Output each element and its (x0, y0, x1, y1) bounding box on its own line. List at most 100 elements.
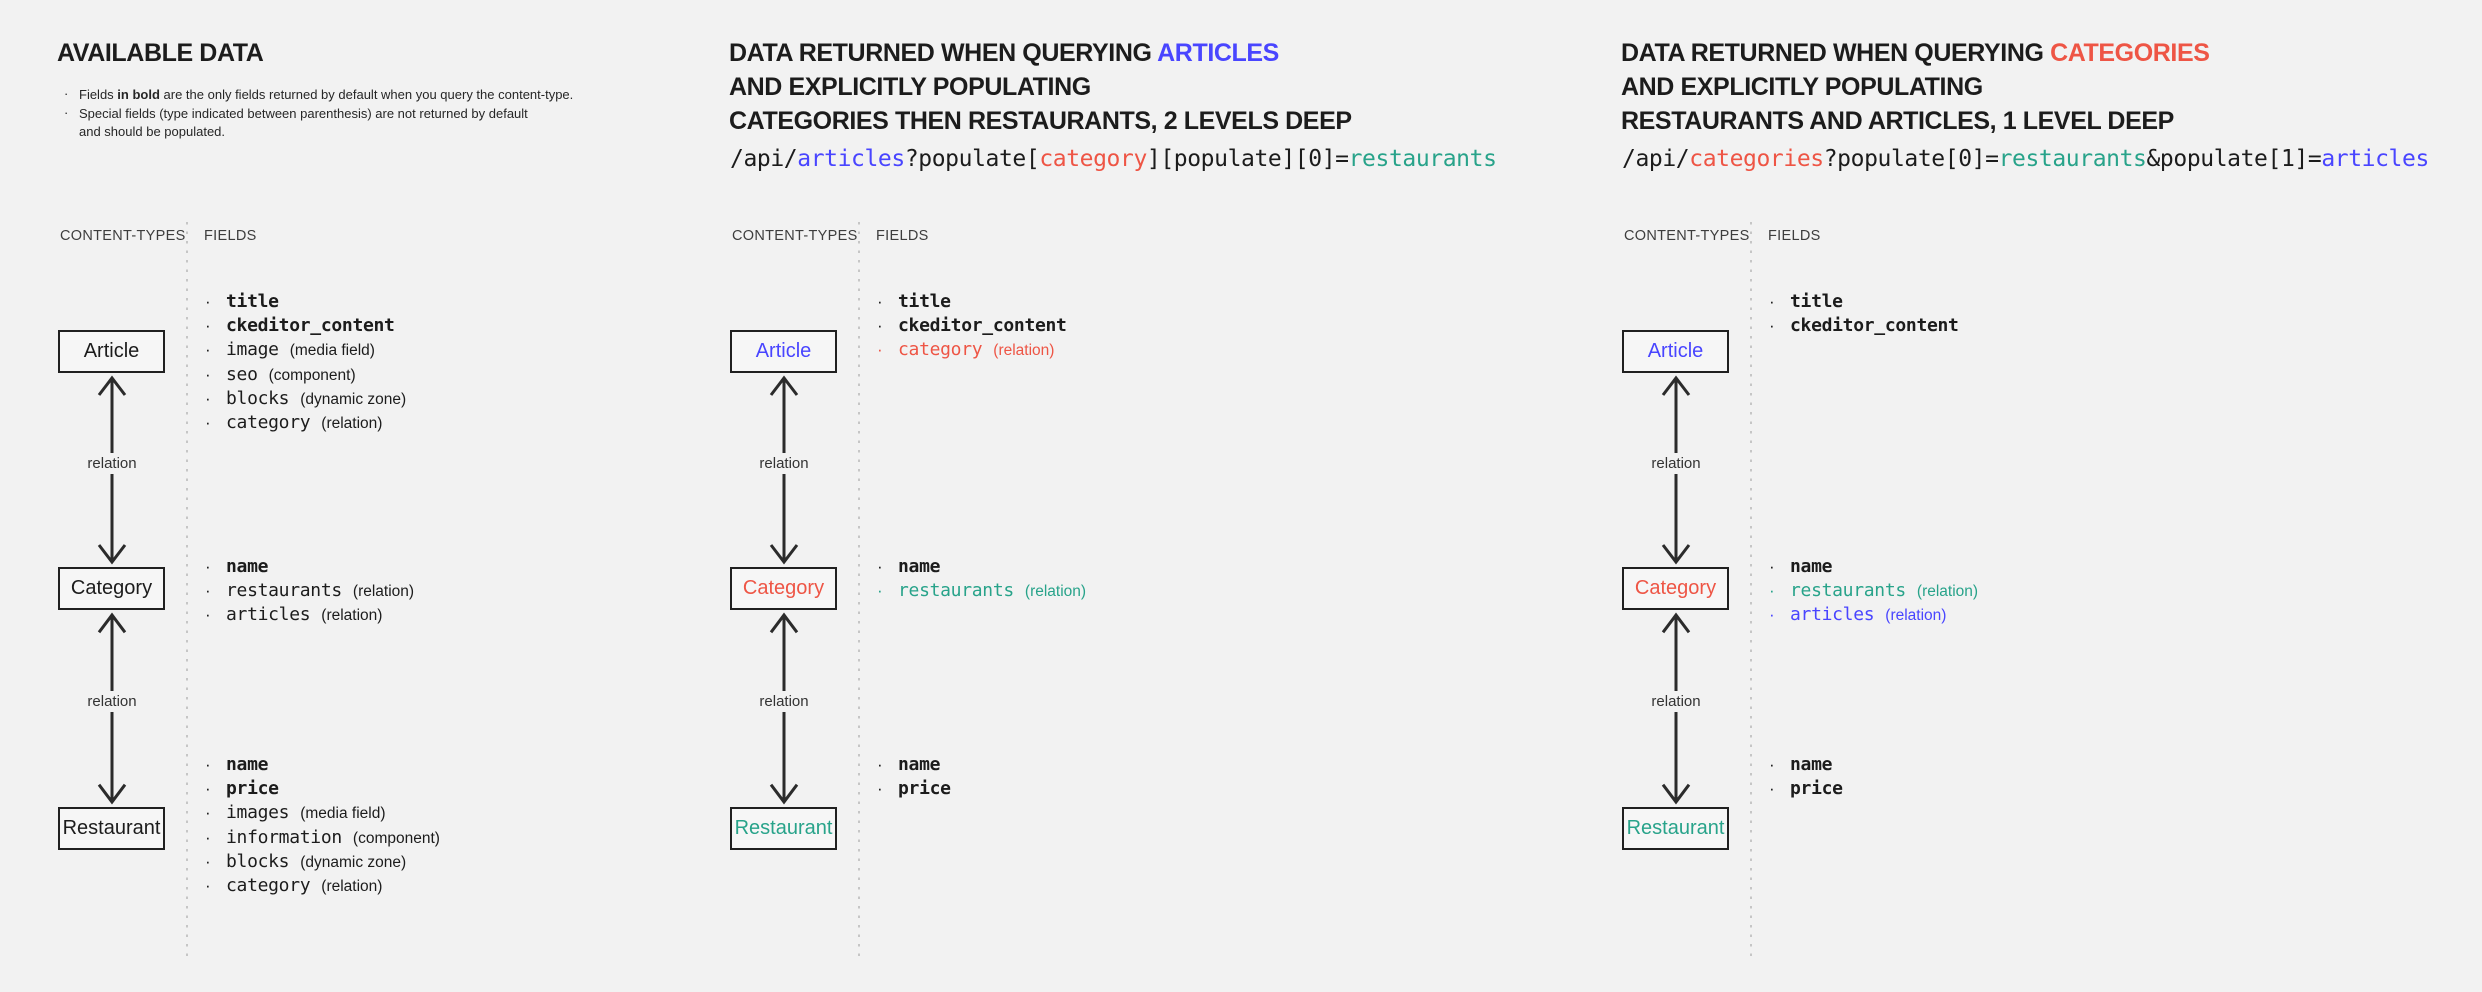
code-segment: ][populate][0]= (1146, 146, 1349, 172)
bullet-icon: · (1769, 581, 1775, 601)
field-type-annotation: (component) (352, 829, 440, 847)
title-segment: AND EXPLICITLY POPULATING (1621, 73, 1983, 101)
field-item: ·restaurants(relation) (877, 580, 1086, 604)
bullet-icon: · (1769, 605, 1775, 625)
field-name: name (1790, 556, 1833, 577)
fields-column-label: FIELDS (1768, 228, 1821, 244)
relation-label: relation (753, 691, 815, 712)
bullet-icon: · (205, 803, 211, 823)
column-notes: · Fields in bold are the only fields retu… (62, 86, 573, 142)
code-segment: categories (1689, 146, 1824, 172)
field-name: image (226, 339, 279, 361)
title-segment: RESTAURANTS AND ARTICLES, 1 LEVEL DEEP (1621, 107, 2174, 135)
field-type-annotation: (relation) (321, 607, 383, 625)
api-query-code: /api/categories?populate[0]=restaurants&… (1622, 146, 2429, 172)
field-type-annotation: (dynamic zone) (300, 853, 407, 871)
bullet-icon: · (877, 557, 883, 576)
field-list-restaurant: ·name·price (1769, 754, 1843, 802)
title-segment: DATA RETURNED WHEN QUERYING (1621, 39, 2051, 67)
field-name: price (898, 778, 951, 800)
content-type-box-category: Category (730, 567, 837, 610)
relation-label: relation (81, 453, 143, 474)
content-types-column-label: CONTENT-TYPES (1624, 228, 1750, 244)
content-type-box-article: Article (1622, 330, 1729, 373)
code-segment: ?populate[ (904, 146, 1040, 172)
column-divider (858, 222, 860, 958)
bullet-icon: · (877, 316, 883, 336)
bullet-icon: · (205, 316, 211, 336)
field-name: ckeditor_content (1790, 315, 1959, 337)
title-segment: CATEGORIES THEN RESTAURANTS, 2 LEVELS DE… (729, 107, 1352, 135)
bullet-icon: · (205, 827, 211, 847)
fields-column-label: FIELDS (876, 228, 929, 244)
bullet-icon: · (205, 388, 211, 408)
note-segment: are the only fields returned by default … (159, 87, 574, 102)
field-item: ·name (205, 556, 414, 580)
field-name: category (226, 874, 311, 896)
field-list-category: ·name·restaurants(relation) (877, 556, 1086, 604)
field-type-annotation: (relation) (321, 877, 383, 895)
column-title: AVAILABLE DATA (57, 36, 264, 70)
field-item: ·ckeditor_content (877, 315, 1067, 339)
bullet-icon: · (205, 755, 211, 774)
title-segment: AVAILABLE DATA (57, 39, 264, 67)
field-item: ·name (205, 754, 440, 778)
field-name: category (898, 339, 983, 361)
code-segment: category (1039, 146, 1147, 172)
diagram-column-available-data: AVAILABLE DATA · Fields in bold are the o… (57, 0, 707, 992)
field-type-annotation: (relation) (1024, 583, 1087, 601)
fields-column-label: FIELDS (204, 228, 257, 244)
field-item: ·price (1769, 778, 1843, 802)
field-name: title (226, 291, 279, 312)
column-title-line: CATEGORIES THEN RESTAURANTS, 2 LEVELS DE… (729, 104, 1352, 138)
field-type-annotation: (relation) (321, 414, 383, 432)
bullet-icon: · (205, 779, 211, 799)
field-item: ·title (1769, 291, 1959, 315)
content-type-box-label: Article (83, 340, 140, 362)
field-type-annotation: (relation) (1885, 607, 1947, 625)
note-segment: Fields (79, 87, 118, 102)
field-item: · information (component) (205, 827, 440, 851)
content-type-box-label: Restaurant (734, 817, 833, 839)
field-item: ·name (877, 556, 1086, 580)
content-type-box-label: Article (1647, 340, 1704, 362)
code-segment: articles (2321, 146, 2429, 172)
field-name: articles (1790, 604, 1875, 626)
field-item: ·images(media field) (205, 802, 440, 826)
field-name: ckeditor_content (226, 315, 395, 337)
note-segment: Special fields (type indicated between p… (79, 105, 528, 121)
field-item: ·restaurants(relation) (1769, 580, 1978, 604)
code-segment: restaurants (1998, 146, 2147, 172)
note-segment: in bold (117, 87, 160, 102)
note-line: Special fields (type indicated between p… (79, 105, 573, 124)
bullet-icon: · (64, 104, 69, 120)
field-item: ·category(relation) (205, 412, 406, 436)
field-item: · articles (relation) (1769, 604, 1978, 628)
field-name: price (226, 778, 279, 800)
bullet-icon: · (1769, 292, 1775, 311)
field-name: images (226, 802, 290, 824)
field-name: restaurants (1790, 580, 1906, 602)
field-name: category (226, 411, 311, 433)
title-segment: CATEGORIES (2050, 39, 2210, 67)
bullet-icon: · (205, 292, 211, 311)
bullet-icon: · (205, 340, 211, 360)
code-segment: /api/ (730, 146, 798, 172)
field-name: name (226, 556, 269, 577)
content-type-box-category: Category (1622, 567, 1729, 610)
content-type-box-label: Category (1634, 577, 1717, 599)
field-name: information (226, 826, 342, 848)
field-item: · title (205, 291, 406, 315)
field-list-category: · name · restaurants (relation)· articles (rel… (1769, 556, 1978, 629)
column-title-line: AVAILABLE DATA (57, 36, 264, 70)
field-type-annotation: (dynamic zone) (300, 390, 407, 408)
bullet-icon: · (1769, 316, 1775, 336)
field-type-annotation: (media field) (289, 342, 375, 360)
bullet-icon: · (877, 292, 883, 311)
column-title: DATA RETURNED WHEN QUERYING CATEGORIES AN… (1621, 36, 2210, 138)
field-item: ·blocks(dynamic zone) (205, 851, 440, 875)
field-item: · price (205, 778, 440, 802)
relation-label: relation (753, 453, 815, 474)
field-item: ·articles(relation) (205, 604, 414, 628)
